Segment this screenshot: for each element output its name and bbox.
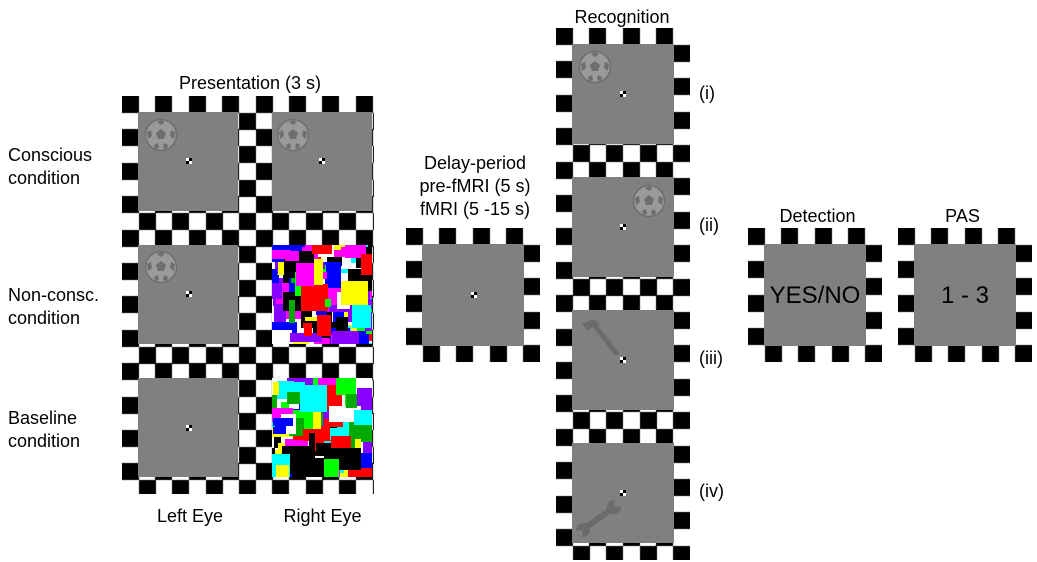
mondrian-patch (351, 305, 372, 329)
recognition-option-iii: (iii) (699, 348, 723, 368)
mondrian-patch (286, 391, 307, 404)
mondrian-patch (273, 428, 282, 448)
row-label-conscious: Conscious condition (8, 145, 93, 188)
mondrian-patch (300, 385, 328, 413)
mondrian-patch (274, 304, 287, 324)
presentation-title: Presentation (3 s) (178, 73, 322, 93)
fixation-cross-icon (620, 357, 626, 363)
mondrian-patch (328, 406, 361, 422)
mondrian-patch (350, 428, 358, 451)
mondrian-patch (315, 385, 346, 393)
recognition-option-iv: (iv) (699, 481, 724, 501)
mondrian-patch (308, 458, 326, 469)
mondrian-patch (272, 268, 278, 280)
right-eye-label: Right Eye (283, 506, 362, 526)
fixation-cross-icon (186, 158, 192, 164)
mondrian-mask-baseline (272, 378, 372, 477)
recognition-title: Recognition (574, 7, 670, 27)
mondrian-patch (272, 283, 282, 300)
mondrian-patch (272, 250, 291, 260)
mondrian-patch (317, 294, 349, 305)
mondrian-patch (304, 323, 312, 336)
pas-title: PAS (945, 206, 980, 226)
mondrian-patch (323, 458, 340, 477)
mondrian-patch (288, 299, 296, 324)
mondrian-patch (334, 249, 357, 257)
mondrian-patch (308, 432, 316, 452)
mondrian-patch (353, 409, 372, 425)
fixation-cross-icon (319, 158, 325, 164)
fixation-cross-icon (620, 91, 626, 97)
pas-box-text: 1 - 3 (940, 282, 990, 309)
mondrian-mask-nonconscious (272, 245, 372, 344)
mondrian-patch (272, 274, 279, 288)
mondrian-patch (275, 424, 286, 435)
mondrian-patch (314, 258, 323, 286)
mondrian-patch (346, 394, 357, 408)
mondrian-patch (296, 263, 315, 287)
mondrian-patch (301, 283, 328, 312)
hammer-icon (582, 319, 620, 357)
delay-title: Delay-period pre-fMRI (5 s) fMRI (5 -15 … (419, 153, 531, 219)
mondrian-patch (343, 307, 352, 322)
mondrian-patch (347, 467, 372, 477)
left-eye-label: Left Eye (156, 506, 224, 526)
fixation-cross-icon (186, 425, 192, 431)
mondrian-patch (358, 331, 366, 344)
soccer-ball-icon (144, 250, 178, 284)
mondrian-patch (327, 391, 342, 410)
mondrian-patch (273, 417, 293, 427)
pas-screen (914, 244, 1016, 346)
mondrian-patch (361, 378, 372, 393)
detection-screen (764, 244, 866, 346)
mondrian-patch (362, 432, 372, 462)
mondrian-patch (277, 253, 287, 275)
row-label-nonconscious: Non-consc. condition (8, 285, 100, 328)
mondrian-patch (292, 467, 324, 477)
wrench-icon (575, 499, 622, 538)
soccer-ball-icon (578, 50, 612, 84)
mondrian-patch (315, 443, 331, 453)
soccer-ball-icon (632, 184, 666, 218)
mondrian-patch (335, 378, 357, 396)
recognition-option-ii: (ii) (699, 215, 719, 235)
fixation-cross-icon (471, 292, 477, 298)
soccer-ball-icon (144, 118, 178, 152)
mondrian-patch (361, 254, 372, 276)
fixation-cross-icon (186, 291, 192, 297)
mondrian-patch (290, 332, 322, 343)
mondrian-patch (293, 245, 305, 248)
detection-box-text: YES/NO (769, 282, 861, 309)
mondrian-patch (278, 382, 306, 396)
mondrian-patch (285, 250, 300, 262)
mondrian-patch (341, 280, 368, 305)
mondrian-patch (353, 420, 372, 443)
mondrian-patch (331, 330, 359, 344)
mondrian-patch (356, 387, 372, 412)
fixation-cross-icon (620, 224, 626, 230)
mondrian-patch (316, 314, 331, 337)
mondrian-patch (272, 329, 293, 344)
mondrian-patch (312, 245, 333, 255)
mondrian-patch (276, 464, 289, 477)
fixation-cross-icon (620, 490, 626, 496)
mondrian-patch (323, 418, 343, 427)
recognition-option-i: (i) (699, 83, 715, 103)
row-label-baseline: Baseline condition (8, 408, 81, 451)
soccer-ball-icon (276, 118, 310, 152)
mondrian-patch (324, 298, 332, 307)
detection-title: Detection (779, 206, 856, 226)
mondrian-patch (364, 246, 372, 261)
